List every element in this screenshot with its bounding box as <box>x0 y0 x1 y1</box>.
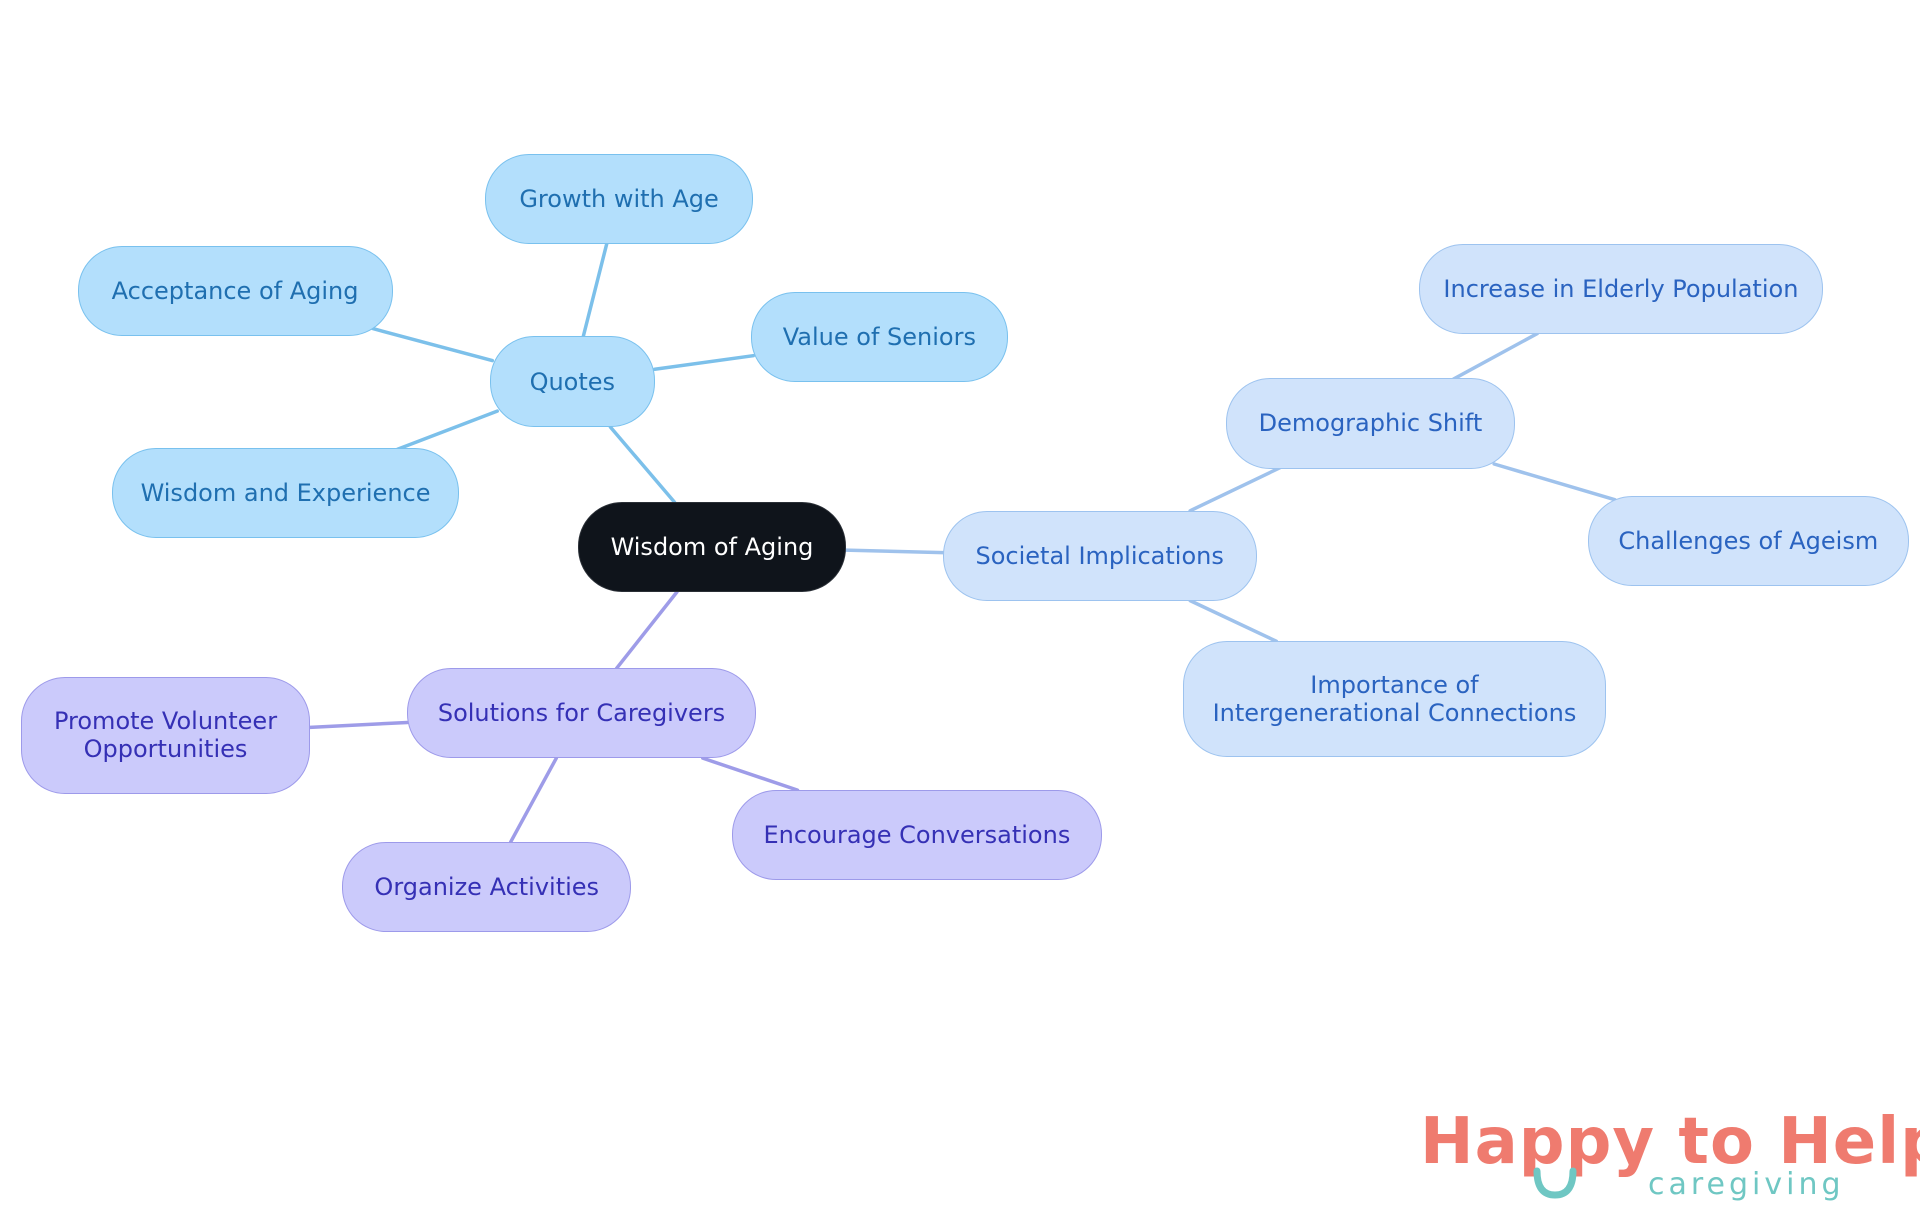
node-demographic[interactable]: Demographic Shift <box>1225 377 1516 469</box>
node-root[interactable]: Wisdom of Aging <box>578 502 846 592</box>
node-wisdom-exp[interactable]: Wisdom and Experience <box>112 448 460 538</box>
logo-subtitle: caregiving <box>1648 1167 1845 1202</box>
node-activities[interactable]: Organize Activities <box>342 841 632 932</box>
edge-solutions-conversations <box>701 756 800 792</box>
smile-icon <box>1533 1167 1577 1199</box>
node-intergen[interactable]: Importance of Intergenerational Connecti… <box>1182 641 1607 757</box>
edge-demographic-ageism <box>1492 462 1617 502</box>
node-growth[interactable]: Growth with Age <box>484 153 754 244</box>
edge-societal-intergen <box>1188 598 1279 643</box>
edge-root-solutions <box>614 590 679 671</box>
node-elderly[interactable]: Increase in Elderly Population <box>1419 243 1823 334</box>
edge-quotes-growth <box>581 241 609 338</box>
edge-quotes-wisdom-exp <box>395 409 499 451</box>
edge-solutions-activities <box>509 756 559 844</box>
logo-title: Happy to Help <box>1420 1105 1920 1179</box>
happy-to-help-logo: Happy to Help caregiving <box>1420 1105 1920 1205</box>
node-quotes[interactable]: Quotes <box>489 336 655 428</box>
node-societal[interactable]: Societal Implications <box>942 510 1257 601</box>
node-volunteer[interactable]: Promote Volunteer Opportunities <box>20 676 311 794</box>
edge-demographic-elderly <box>1451 331 1539 381</box>
node-solutions[interactable]: Solutions for Caregivers <box>407 668 756 759</box>
edge-root-quotes <box>608 425 677 504</box>
edge-quotes-value <box>653 353 755 371</box>
node-ageism[interactable]: Challenges of Ageism <box>1587 496 1909 586</box>
edge-quotes-acceptance <box>371 326 495 363</box>
node-value[interactable]: Value of Seniors <box>750 291 1008 382</box>
node-acceptance[interactable]: Acceptance of Aging <box>77 246 393 336</box>
edge-societal-demographic <box>1188 465 1282 513</box>
node-conversations[interactable]: Encourage Conversations <box>732 790 1102 880</box>
edge-solutions-volunteer <box>308 720 410 730</box>
edge-root-societal <box>843 548 945 555</box>
